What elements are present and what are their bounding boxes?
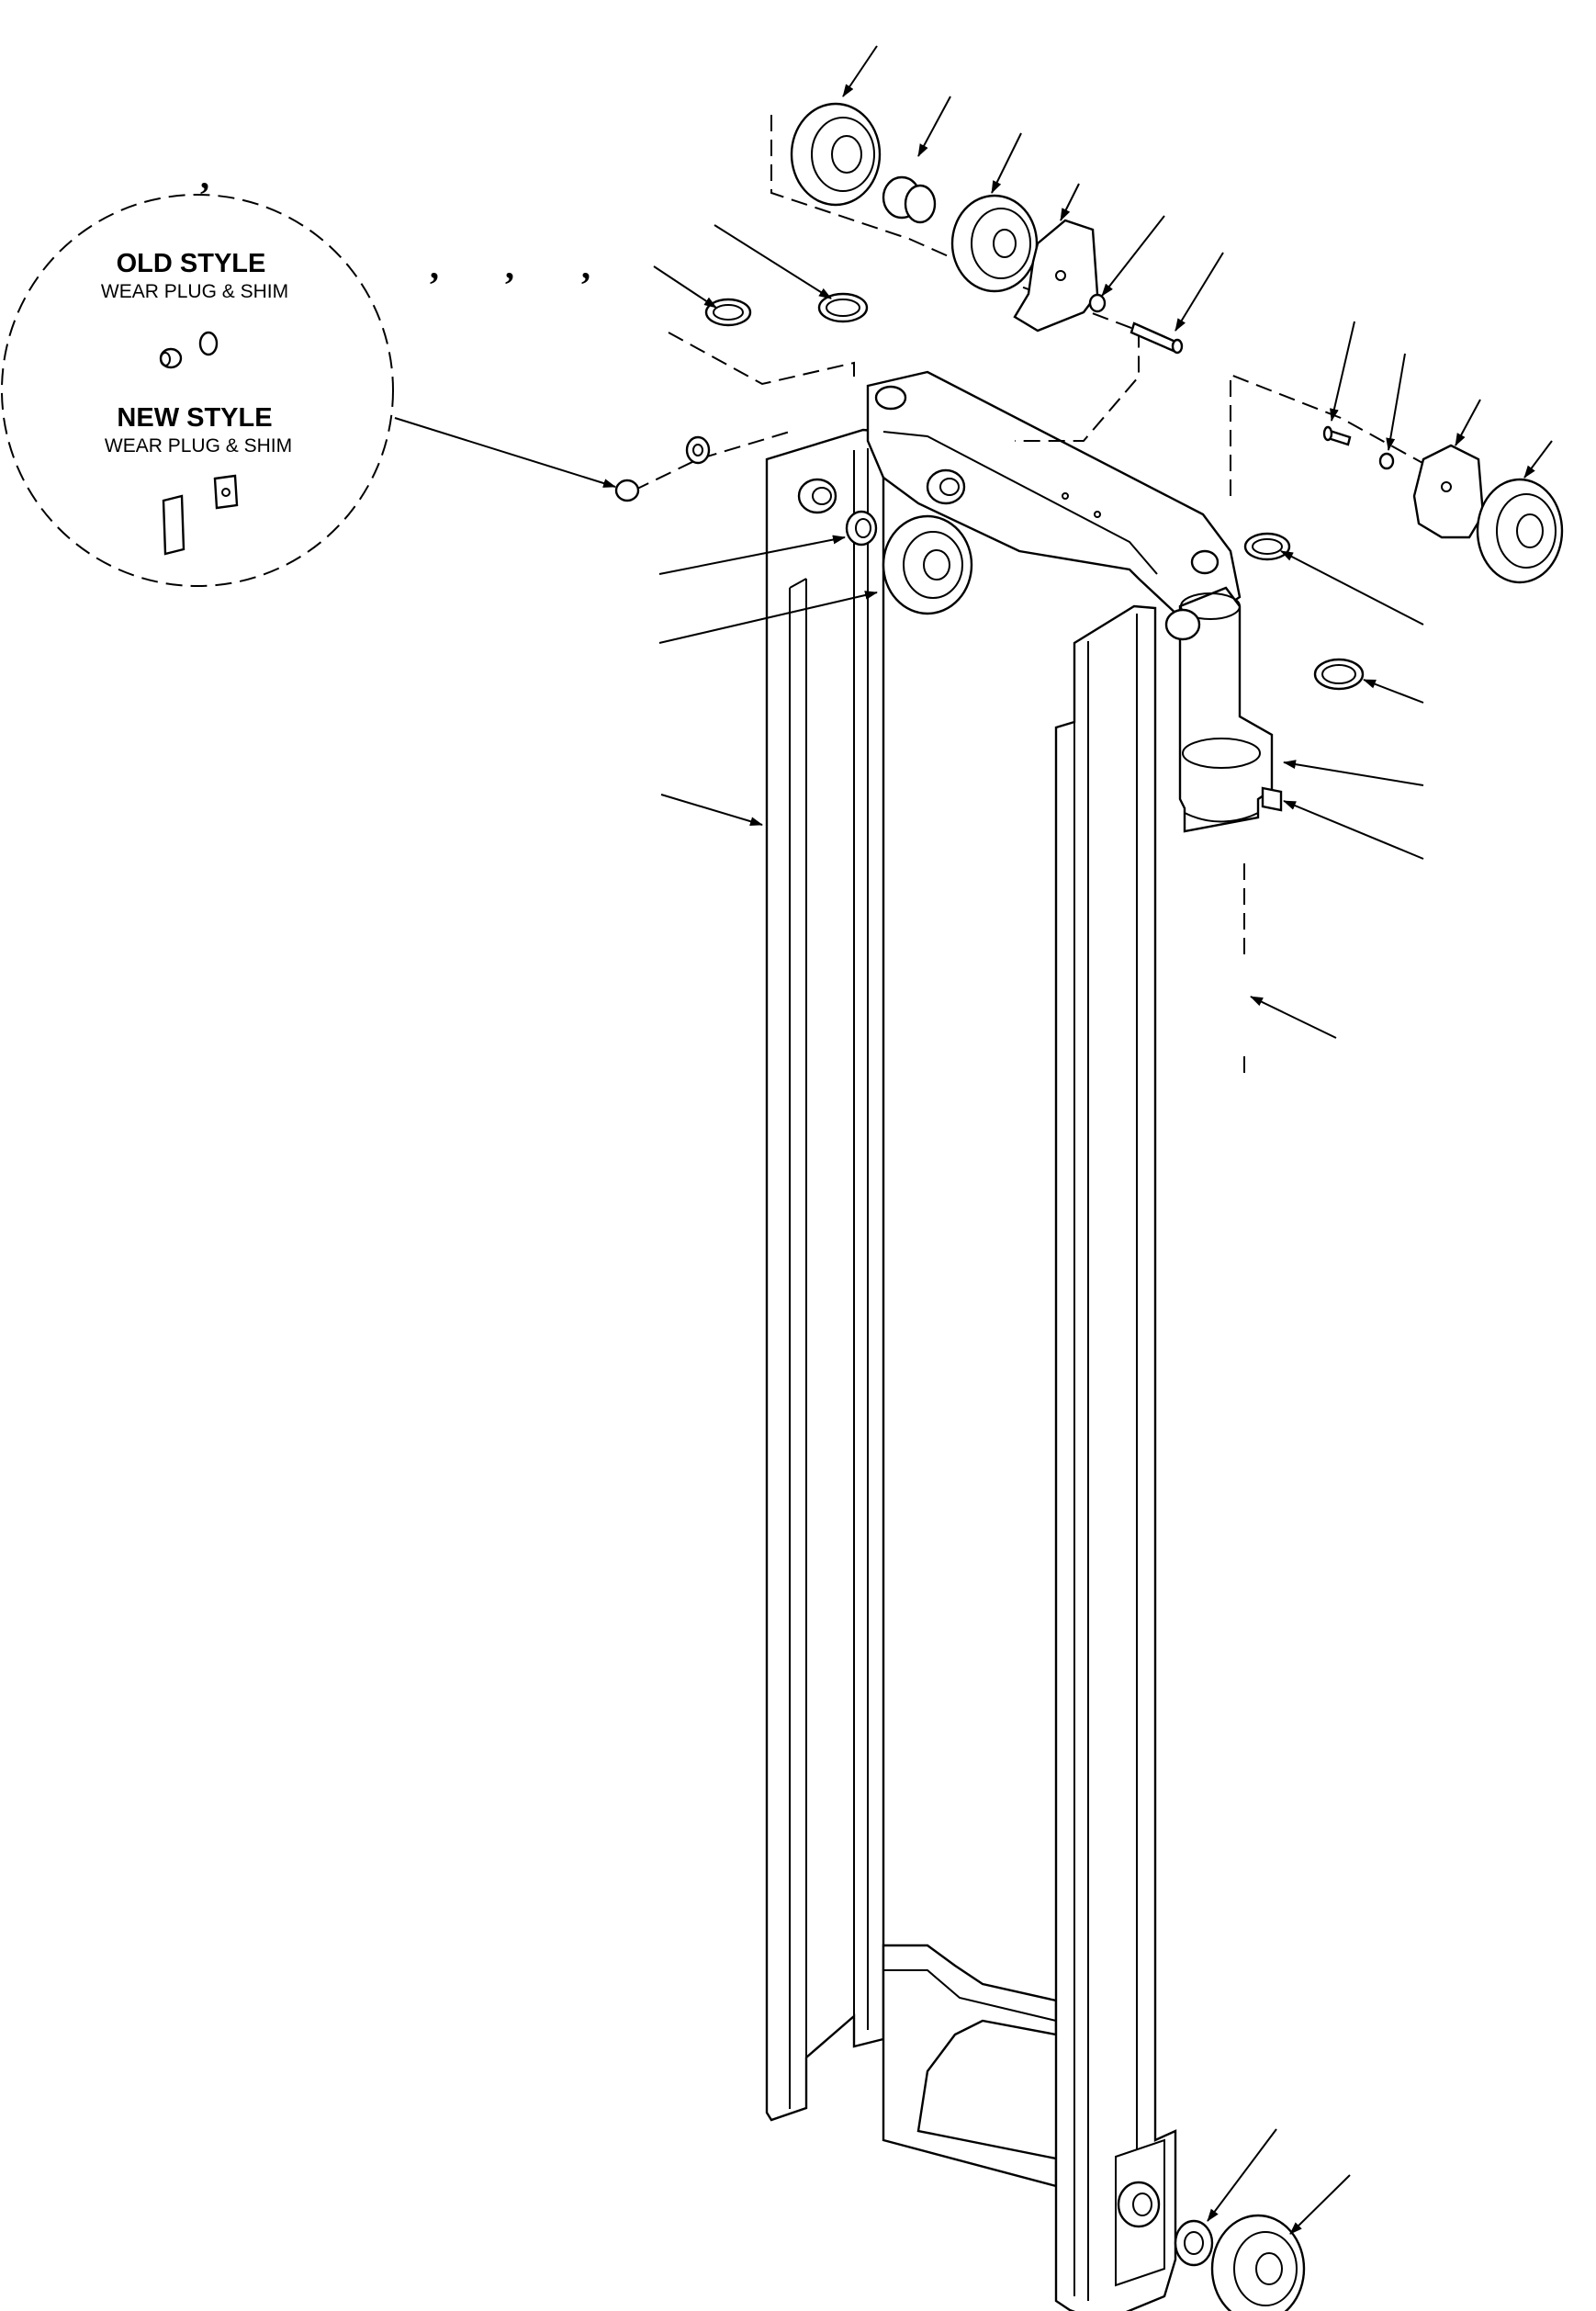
old-style-subtitle: WEAR PLUG & SHIM (101, 281, 288, 302)
snap-ring-icon (1243, 532, 1291, 561)
shim-icon (685, 435, 711, 465)
wear-plug-exploded (614, 431, 791, 502)
new-style-title: NEW STYLE (117, 403, 272, 433)
separator-comma: , (430, 245, 439, 287)
upper-sheave-group (770, 102, 1184, 442)
lower-roller-icon (1210, 2214, 1306, 2311)
old-wear-plug-icon (159, 347, 183, 369)
sheave-bracket-icon (1412, 444, 1485, 539)
lower-crossmember (882, 1944, 1058, 2188)
right-retaining-rings (1243, 532, 1365, 691)
separator-comma: , (505, 245, 514, 287)
sheave-bushing-icon (882, 175, 937, 224)
sheave-bracket-icon (1013, 219, 1099, 333)
cylinder-fitting (1261, 786, 1283, 812)
snap-ring-icon (817, 292, 869, 323)
lock-washer-icon (1088, 293, 1107, 313)
mast-channel-assembly (765, 370, 1283, 2311)
lower-roller-group (1174, 2214, 1306, 2311)
callout-leaders (394, 45, 1553, 2235)
old-style-title: OLD STYLE (117, 249, 266, 278)
cap-screw-icon (1322, 425, 1352, 446)
cap-screw-icon (1130, 321, 1184, 355)
left-retaining-rings (668, 292, 869, 386)
spoked-sheave-icon (950, 194, 1039, 293)
sheave-wheel-icon (790, 102, 882, 207)
separator-comma: , (581, 245, 590, 287)
old-shim-icon (198, 331, 219, 356)
new-style-subtitle: WEAR PLUG & SHIM (105, 435, 292, 457)
new-shim-icon (213, 474, 239, 510)
wear-plug-inset: OLD STYLE WEAR PLUG & SHIM NEW STYLE WEA… (1, 194, 394, 587)
lock-washer-icon (1378, 452, 1395, 470)
inset-dashed-circle (1, 194, 394, 587)
upper-channel-roller (882, 514, 973, 615)
wear-plug-icon (614, 479, 640, 502)
right-sheave-group (1230, 373, 1564, 584)
upper-crosshead (866, 370, 1242, 619)
left-mast-channel (765, 428, 885, 2122)
right-mast-channel (1054, 604, 1177, 2311)
washer-icon (1174, 2219, 1214, 2267)
o-ring-icon (704, 298, 752, 327)
upper-channel-spacer (845, 510, 878, 547)
separator-comma: , (200, 155, 209, 197)
sheave-wheel-icon (1476, 478, 1564, 584)
new-wear-plug-icon (162, 494, 185, 556)
